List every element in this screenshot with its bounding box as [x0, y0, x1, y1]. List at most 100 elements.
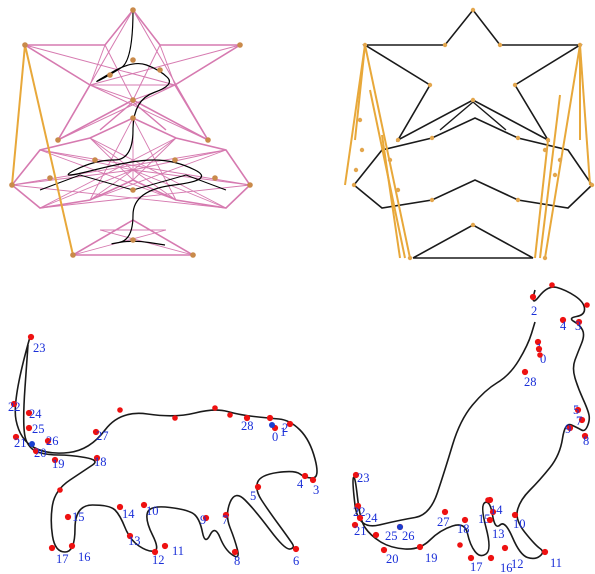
cat-vertex-label: 15 [72, 510, 85, 524]
cat-vertex-label: 22 [8, 400, 21, 414]
vertex-dot [107, 72, 113, 78]
spade-triangulation-edge [39, 149, 177, 201]
dino-vertex-dot [486, 516, 494, 524]
spade-triangulation-edge [39, 137, 177, 209]
cat-vertex-label: 14 [122, 507, 135, 521]
cat-vertex-label: 10 [146, 504, 159, 518]
dino-vertex-dot [511, 511, 519, 519]
vertex-dot [552, 172, 558, 178]
dino-vertex-label: 12 [511, 557, 524, 571]
spade-triangulation-edge [89, 117, 134, 201]
spade-triangulation-edge [132, 169, 227, 209]
vertex-dot [130, 57, 136, 63]
cat-vertex-label: 7 [222, 513, 228, 527]
dino-vertex-label: 2 [531, 304, 537, 318]
correspondence-line [544, 44, 581, 259]
cat-vertex-dot [116, 503, 124, 511]
vertex-dot [130, 97, 136, 103]
cat-vertex-label: 4 [297, 477, 304, 491]
vertex-dot [357, 117, 363, 123]
dino-vertex-label: 28 [524, 375, 537, 389]
star-triangulation-edge [132, 44, 161, 101]
cat-vertex-dot [57, 487, 63, 493]
dino-vertex-label: 15 [478, 512, 491, 526]
cat-vertex-label: 20 [34, 446, 47, 460]
cat-vertex-label: 13 [128, 534, 141, 548]
dino-vertex-dot [467, 554, 475, 562]
cat-vertex-dot [93, 454, 101, 462]
dino-vertex-dot [489, 508, 497, 516]
cat-vertex-dot [140, 501, 148, 509]
spade-triangulation-edge [132, 137, 177, 171]
vertex-dot [512, 82, 518, 88]
cat-vertex-dot [12, 433, 20, 441]
cat-vertex-label: 28 [241, 419, 254, 433]
dino-vertex-label: 16 [500, 561, 513, 574]
dino-vertex-label: 13 [492, 527, 505, 541]
dino-vertex-dot [416, 543, 424, 551]
cat-vertex-label: 19 [52, 457, 65, 471]
cat-vertex-dot [292, 545, 300, 553]
spade-triangulation-edge [89, 149, 227, 201]
cat-vertex-dot [309, 476, 317, 484]
vertex-dot [70, 252, 76, 258]
cat-vertex-label: 23 [33, 341, 46, 355]
vertex-dot [577, 42, 583, 48]
dino-vertex-dot [578, 416, 586, 424]
dino-vertex-dot [485, 497, 491, 503]
dino-vertex-label: 27 [437, 515, 450, 529]
dino-vertex-dot [574, 406, 582, 414]
spade-triangulation-edge [89, 169, 134, 201]
dino-vertex-dot [541, 548, 549, 556]
correspondence-line [354, 44, 366, 141]
cat-vertex-label: 0 [272, 430, 278, 444]
dino-vertex-dot [584, 302, 590, 308]
vertex-dot [22, 42, 28, 48]
vertex-dot [130, 187, 136, 193]
vertex-dot [47, 175, 53, 181]
cat-vertex-dot [68, 542, 76, 550]
star-triangulation-edge [57, 84, 176, 141]
spade-triangulation-edge [39, 149, 134, 171]
cat-vertex-label: 27 [96, 429, 109, 443]
vertex-dot [130, 7, 136, 13]
dino-vertex-label: 7 [576, 414, 582, 428]
star-triangulation-edge [132, 9, 209, 141]
dino-vertex-dot [351, 521, 359, 529]
cat-vertex-dot [161, 542, 169, 550]
cat-vertex-dot [151, 548, 159, 556]
cat-vertex-label: 17 [56, 552, 69, 566]
star-spade-contour-panel [344, 7, 595, 261]
dino-start-vertex-dot [397, 524, 403, 530]
cat-vertex-dot [117, 407, 123, 413]
cat-vertex-label: 2 [282, 421, 288, 435]
spade-triangulation-edge [132, 169, 177, 201]
dino-vertex-dot [487, 554, 495, 562]
dino-vertex-dot [529, 293, 537, 301]
dino-vertex-dot [356, 514, 364, 522]
correspondence-line [364, 44, 411, 259]
spade-triangulation-edge [132, 149, 227, 171]
vertex-dot [589, 182, 595, 188]
dino-vertex-label: 19 [425, 551, 438, 565]
cat-vertex-dot [44, 437, 52, 445]
correspondence-line [381, 134, 401, 259]
dino-vertex-label: 4 [560, 319, 567, 333]
dino-vertex-dot [581, 432, 589, 440]
cat-vertex-label: 26 [46, 434, 59, 448]
vertex-dot [387, 157, 393, 163]
spade-tip-outline [439, 101, 507, 131]
vertex-dot [545, 137, 551, 143]
dino-vertex-dot [461, 516, 469, 524]
dino-vertex-label: 26 [402, 529, 415, 543]
dino-outline-panel: 2410283579823222421252627181514131020191… [351, 282, 591, 574]
cat-vertex-dot [172, 415, 178, 421]
cat-vertex-label: 9 [200, 513, 206, 527]
cat-tail-vertex-dot [29, 441, 35, 447]
star-outline [362, 8, 583, 143]
vertex-dot [470, 222, 476, 228]
cat-vertex-label: 18 [94, 455, 107, 469]
dino-vertex-label: 11 [550, 556, 562, 570]
dino-vertex-label: 9 [565, 422, 571, 436]
